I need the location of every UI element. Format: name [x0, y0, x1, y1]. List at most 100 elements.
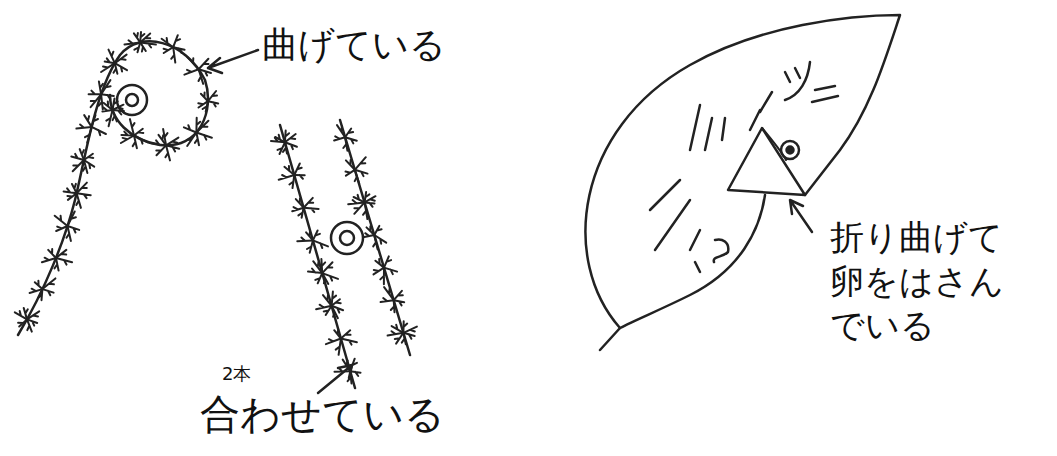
leaflet [85, 127, 92, 143]
leaflet [27, 319, 32, 331]
leaflet [184, 69, 198, 74]
leaflet [104, 101, 113, 110]
leaflet [304, 198, 314, 208]
callout-label: 合わせている [200, 388, 445, 440]
leaflet [162, 38, 174, 47]
leader-arrow [208, 50, 258, 73]
leaflet [173, 35, 180, 47]
leaflet [403, 327, 417, 333]
leaflet [384, 287, 394, 300]
leaflet [134, 129, 143, 136]
leaflet [354, 195, 365, 203]
leaflet [42, 258, 56, 263]
leaflet [304, 208, 319, 212]
leaflet [199, 69, 204, 84]
leaflet [208, 101, 218, 106]
leaflet [322, 273, 328, 284]
leaflet [56, 226, 67, 231]
leaflet [77, 183, 87, 194]
leaflet [341, 330, 351, 338]
leaflet [48, 249, 56, 258]
leaflet [56, 250, 66, 258]
leaflet [73, 160, 84, 171]
leaflet [106, 110, 112, 126]
leaflet [394, 300, 405, 305]
leaflet [343, 360, 351, 372]
leaflet [375, 259, 384, 268]
leaflet [292, 207, 303, 211]
leaflet [316, 305, 332, 310]
leaflet [346, 160, 355, 170]
leaflet [279, 175, 295, 180]
leaflet [171, 47, 175, 62]
leaflet [367, 226, 375, 235]
leaflet [121, 136, 134, 144]
leaflet [113, 105, 124, 110]
leaflet [84, 154, 93, 160]
waterweed-bent [18, 41, 208, 335]
leader-arrow [790, 200, 812, 232]
leaflet [350, 359, 357, 372]
leaflet [133, 136, 137, 149]
leaflet [341, 339, 357, 345]
leaflet [134, 33, 140, 42]
leaflet [163, 129, 167, 146]
leaflet [92, 127, 106, 135]
leaflet [296, 198, 304, 207]
callout-label: 2本 [222, 362, 251, 385]
leaflet [42, 278, 55, 289]
leaflet [115, 55, 127, 64]
leaflet [365, 196, 376, 202]
leaflet [18, 319, 27, 326]
leaflet [332, 306, 338, 318]
leaflet [188, 57, 199, 69]
leaflet [343, 137, 347, 150]
egg-core [787, 147, 794, 154]
leaflet [55, 216, 68, 226]
leader-arrows [208, 50, 812, 393]
leaflet [101, 80, 111, 94]
leaflet [294, 164, 301, 176]
leaflet [42, 289, 53, 295]
leaflet [284, 166, 294, 175]
leaflet [196, 121, 208, 133]
leaflet [92, 115, 98, 127]
leaflet [156, 145, 166, 155]
leaflet [24, 308, 28, 320]
leaflet [334, 136, 345, 140]
leaflet [350, 371, 360, 376]
leaflet [91, 94, 102, 107]
leaflet [323, 295, 332, 306]
leaflet [76, 193, 81, 208]
leaflet [332, 299, 341, 306]
leaflet [30, 289, 43, 293]
leaflet [113, 110, 117, 121]
leaflet [121, 132, 134, 136]
leaflet [201, 93, 208, 102]
leaflet [109, 50, 115, 64]
leaflet [67, 226, 71, 241]
leaflet [27, 311, 39, 319]
leaflet [315, 273, 322, 283]
leaflet [355, 170, 360, 184]
leaflet [130, 119, 135, 135]
leaflet [164, 47, 174, 53]
leaflet [313, 231, 320, 241]
waterweed-paired [280, 120, 410, 388]
leaflet [373, 235, 377, 249]
leaflet [56, 258, 72, 265]
leaflet [84, 115, 91, 127]
leaflet [208, 91, 217, 101]
leaflet [125, 40, 141, 44]
egg-core [126, 94, 138, 106]
leaflet [199, 59, 209, 70]
leaflet [374, 226, 381, 235]
leaflet [55, 258, 59, 271]
leaflet [345, 129, 353, 138]
leaflet [285, 134, 296, 142]
leaflet [72, 184, 77, 193]
leaflet [184, 125, 197, 132]
leaflet [334, 329, 341, 338]
leaflet [384, 268, 397, 275]
